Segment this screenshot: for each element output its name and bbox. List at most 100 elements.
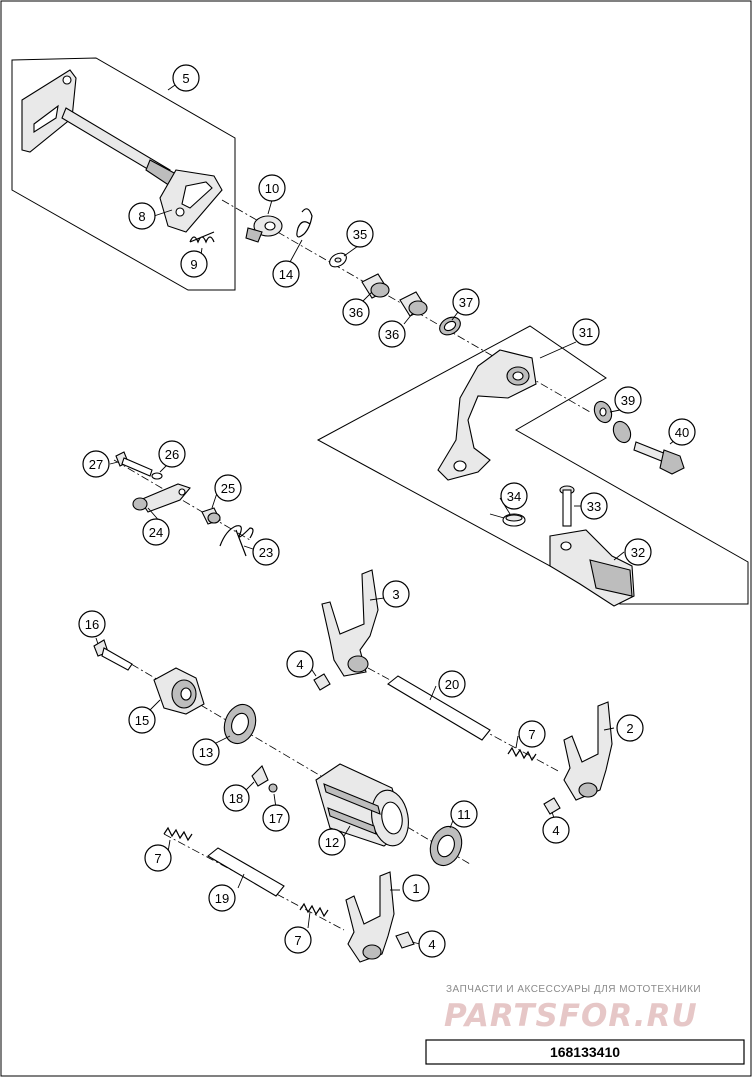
callout-16: 16 — [78, 610, 106, 638]
callout-3: 3 — [382, 580, 410, 608]
svg-text:7: 7 — [528, 727, 535, 742]
shift-fork-1-shape — [345, 871, 395, 963]
callout-11: 11 — [450, 800, 478, 828]
svg-text:17: 17 — [269, 811, 283, 826]
callout-18: 18 — [222, 784, 250, 812]
diagram-code: 168133410 — [550, 1044, 620, 1060]
spring-9-part — [189, 231, 215, 244]
callout-2: 2 — [616, 714, 644, 742]
callout-25: 25 — [214, 474, 242, 502]
clip-14-shape — [296, 208, 313, 238]
svg-text:27: 27 — [89, 457, 103, 472]
svg-text:3: 3 — [392, 587, 399, 602]
svg-text:10: 10 — [265, 181, 279, 196]
svg-text:7: 7 — [154, 851, 161, 866]
lever-25-shape — [139, 483, 191, 513]
fork-shaft-19-shape — [163, 833, 345, 931]
svg-text:31: 31 — [579, 325, 593, 340]
callout-7b: 7 — [144, 844, 172, 872]
svg-text:14: 14 — [279, 267, 293, 282]
callout-34: 34 — [500, 482, 528, 510]
callout-4b: 4 — [542, 816, 570, 844]
callout-23: 23 — [252, 538, 280, 566]
watermark-tagline: ЗАПЧАСТИ И АКСЕССУАРЫ ДЛЯ МОТОТЕХНИКИ — [446, 984, 701, 995]
svg-text:33: 33 — [587, 499, 601, 514]
svg-text:4: 4 — [552, 823, 559, 838]
svg-text:23: 23 — [259, 545, 273, 560]
svg-text:4: 4 — [296, 657, 303, 672]
bolt-27-shape — [115, 451, 153, 477]
callout-9: 9 — [180, 250, 208, 278]
pin-4a-shape — [313, 673, 331, 691]
shift-drum-star-15-shape — [153, 667, 205, 715]
watermark-logo: PARTSFOR.RU — [444, 998, 698, 1034]
callout-10: 10 — [258, 174, 286, 202]
callout-40: 40 — [668, 418, 696, 446]
svg-text:36: 36 — [349, 305, 363, 320]
spring-23-shape — [219, 525, 254, 557]
svg-text:20: 20 — [445, 677, 459, 692]
bolt-16-shape — [93, 639, 133, 671]
callout-7c: 7 — [284, 926, 312, 954]
callout-27: 27 — [82, 450, 110, 478]
callout-35: 35 — [346, 220, 374, 248]
callout-12: 12 — [318, 828, 346, 856]
svg-text:25: 25 — [221, 481, 235, 496]
shift-shaft-part — [21, 69, 223, 233]
callout-13: 13 — [192, 738, 220, 766]
callout-5: 5 — [172, 64, 200, 92]
callout-37: 37 — [452, 288, 480, 316]
lever-18-shape — [251, 765, 269, 787]
callout-24: 24 — [142, 518, 170, 546]
screw-17-shape — [268, 783, 278, 793]
roller-24-shape — [132, 497, 148, 511]
shift-lever-part — [437, 349, 537, 481]
svg-text:16: 16 — [85, 617, 99, 632]
callout-26: 26 — [158, 440, 186, 468]
shift-peg-32-shape — [549, 529, 635, 607]
part-10-shape — [245, 215, 283, 243]
callout-14: 14 — [272, 260, 300, 288]
svg-text:18: 18 — [229, 791, 243, 806]
diagram-code-box — [425, 1039, 745, 1065]
pin-33-shape — [559, 485, 575, 527]
svg-text:36: 36 — [385, 327, 399, 342]
shift-shaft-group-frame — [11, 57, 236, 291]
callout-19: 19 — [208, 884, 236, 912]
svg-text:7: 7 — [294, 933, 301, 948]
fork-shaft-20-shape — [367, 667, 561, 773]
callout-32: 32 — [624, 538, 652, 566]
svg-text:19: 19 — [215, 891, 229, 906]
bushing-25-shape — [201, 507, 221, 525]
svg-text:12: 12 — [325, 835, 339, 850]
svg-text:4: 4 — [428, 937, 435, 952]
svg-text:11: 11 — [457, 807, 471, 822]
bolt-40-shape — [633, 441, 685, 475]
svg-text:24: 24 — [149, 525, 163, 540]
svg-text:8: 8 — [138, 209, 145, 224]
svg-text:32: 32 — [631, 545, 645, 560]
svg-text:13: 13 — [199, 745, 213, 760]
washer-26-shape — [151, 472, 163, 480]
callout-4a: 4 — [286, 650, 314, 678]
shift-fork-2-shape — [563, 701, 613, 801]
callout-8: 8 — [128, 202, 156, 230]
shift-fork-3-shape — [321, 569, 379, 677]
callout-15: 15 — [128, 706, 156, 734]
shift-lever-group-frame — [316, 325, 749, 605]
callout-36a: 36 — [342, 298, 370, 326]
callout-36b: 36 — [378, 320, 406, 348]
svg-text:26: 26 — [165, 447, 179, 462]
shift-drum-12-shape — [315, 763, 409, 847]
callout-7a: 7 — [518, 720, 546, 748]
svg-text:5: 5 — [182, 71, 189, 86]
callout-31: 31 — [572, 318, 600, 346]
svg-text:35: 35 — [353, 227, 367, 242]
svg-text:40: 40 — [675, 425, 689, 440]
callout-39: 39 — [614, 386, 642, 414]
callout-17: 17 — [262, 804, 290, 832]
svg-text:2: 2 — [626, 721, 633, 736]
svg-text:1: 1 — [412, 881, 419, 896]
